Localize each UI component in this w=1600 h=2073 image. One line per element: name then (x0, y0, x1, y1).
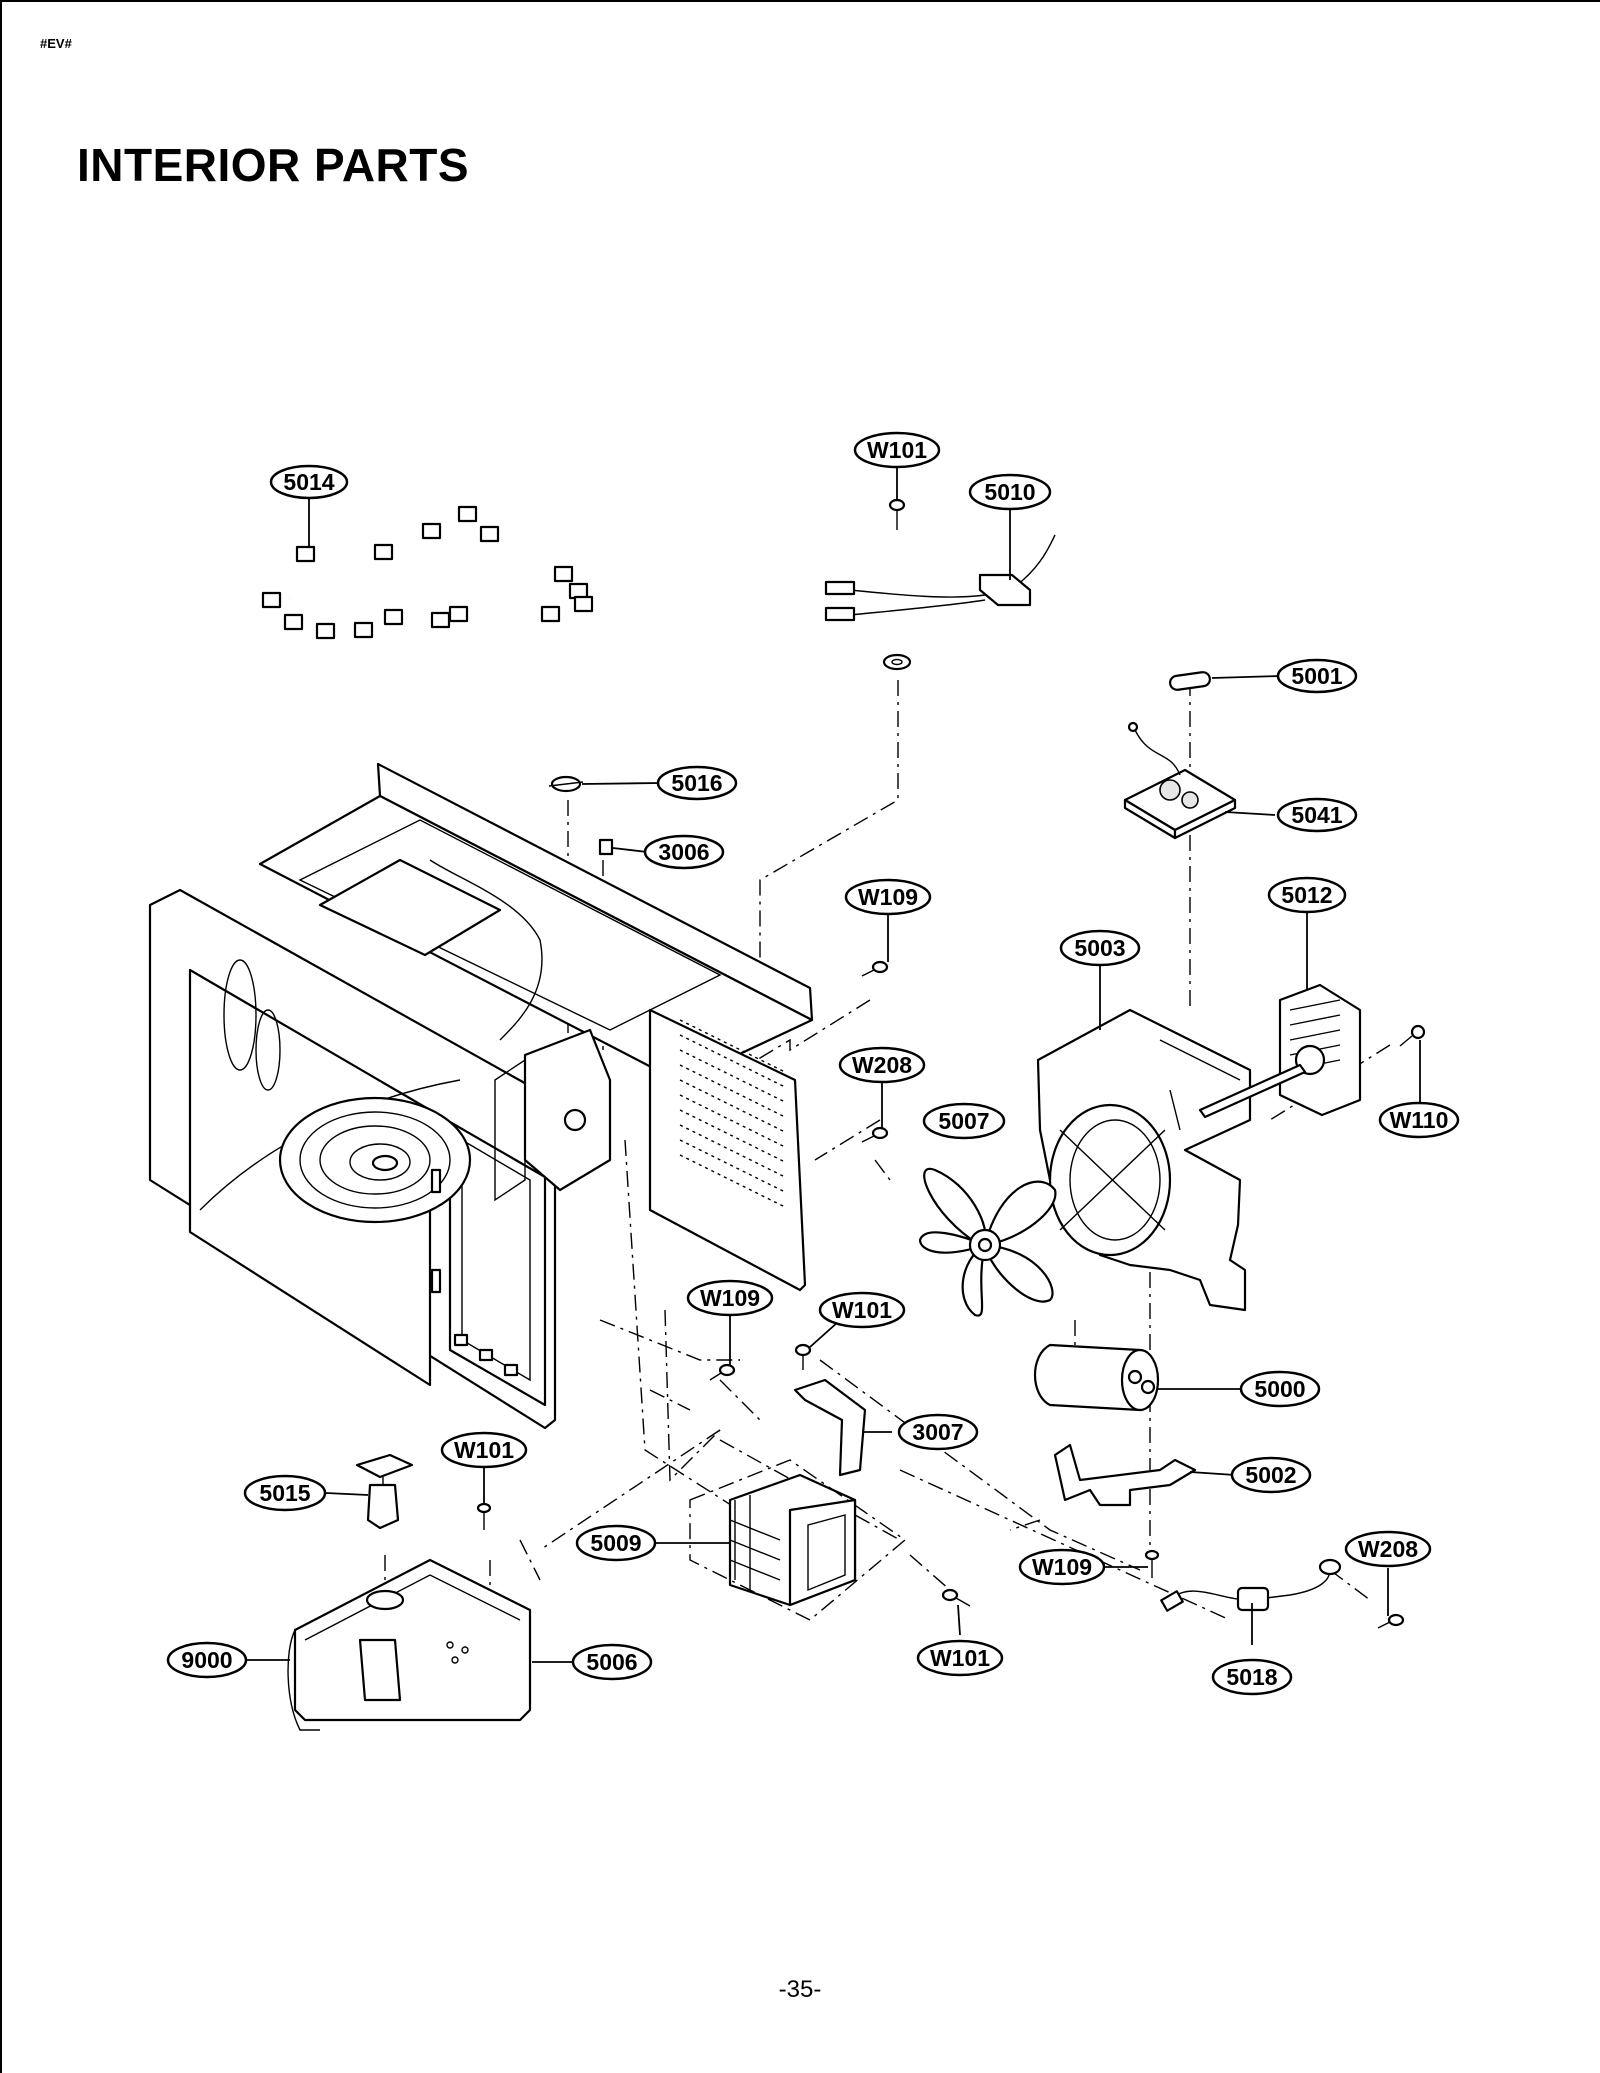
callout-w101-b: W101 (818, 1291, 906, 1329)
callout-label: 5014 (283, 469, 334, 495)
callout-label: 5000 (1254, 1376, 1305, 1402)
screw-w109-lower (1144, 1549, 1160, 1578)
vent-grid (679, 1019, 786, 1208)
callout-label: W101 (832, 1297, 892, 1323)
thermostat-5016 (548, 775, 584, 793)
screw-w208-upper (861, 1126, 889, 1143)
housing-5006 (287, 1558, 532, 1731)
callout-label: 3007 (912, 1419, 963, 1445)
fan-motor-5012 (1198, 983, 1362, 1119)
callout-label: 5003 (1074, 935, 1125, 961)
callout-label: W109 (1032, 1554, 1092, 1580)
screw-w101-lower-right (941, 1588, 971, 1607)
callout-5001: 5001 (1276, 658, 1358, 694)
capacitor-bracket-5002 (1053, 1443, 1197, 1507)
clip-3006 (598, 838, 614, 856)
callout-5006: 5006 (571, 1643, 653, 1681)
callout-5014: 5014 (269, 464, 349, 500)
bracket-3007 (793, 1378, 867, 1477)
callout-label: 9000 (181, 1647, 232, 1673)
callout-label: W109 (858, 884, 918, 910)
callout-5003: 5003 (1059, 929, 1141, 967)
screw-w101-top (888, 498, 906, 530)
callout-label: W208 (852, 1052, 912, 1078)
callout-label: W110 (1390, 1107, 1449, 1133)
page-title: INTERIOR PARTS (77, 139, 470, 191)
callout-5041: 5041 (1276, 797, 1358, 833)
callout-5009: 5009 (575, 1524, 657, 1562)
screw-w110 (1399, 1024, 1426, 1047)
callout-label: 5018 (1226, 1664, 1277, 1690)
screw-w208-lower (1377, 1613, 1405, 1629)
callout-label: 5012 (1281, 882, 1332, 908)
document-code: #EV# (40, 36, 72, 51)
callout-w101-d: W101 (916, 1639, 1004, 1677)
page-number: -35- (778, 1976, 822, 2003)
callout-3006: 3006 (643, 834, 725, 870)
earth-wire-5018 (1160, 1558, 1342, 1612)
callout-label: 5010 (984, 479, 1035, 505)
capacitor-5000 (1033, 1343, 1160, 1412)
screw-w101-lower-left (476, 1502, 492, 1530)
callout-w109-a: W109 (844, 878, 932, 916)
callout-label: 5002 (1245, 1462, 1296, 1488)
callout-label: 5007 (938, 1108, 989, 1134)
callout-label: 5016 (671, 770, 722, 796)
callout-label: W109 (700, 1285, 760, 1311)
callout-label: W101 (930, 1645, 990, 1671)
wire-harness-5014 (261, 505, 594, 640)
callout-5012: 5012 (1267, 876, 1347, 914)
callout-w208-b: W208 (1344, 1530, 1432, 1568)
callout-w101-a: W101 (853, 431, 941, 469)
callout-label: 5001 (1291, 663, 1342, 689)
callout-w109-b: W109 (686, 1279, 774, 1317)
callout-label: 5041 (1291, 802, 1342, 828)
fuse-5001 (1169, 671, 1211, 691)
callout-w208-a: W208 (838, 1046, 926, 1084)
callout-5007: 5007 (922, 1102, 1006, 1140)
callout-label: 5006 (586, 1649, 637, 1675)
switch-5015 (355, 1453, 414, 1530)
cavity-frame (148, 762, 814, 1430)
air-guide-5003 (1036, 1008, 1252, 1312)
callout-5018: 5018 (1211, 1658, 1293, 1696)
fan-blade-5007 (918, 1167, 1057, 1317)
callout-label: W208 (1358, 1536, 1418, 1562)
screw-w109-upper (861, 960, 889, 977)
callout-w109-c: W109 (1018, 1548, 1106, 1586)
wire-lead-5010 (824, 534, 1056, 671)
callout-5015: 5015 (243, 1474, 327, 1512)
screw-w109-middle (709, 1363, 736, 1381)
callout-label: W101 (454, 1437, 514, 1463)
callout-5016: 5016 (656, 765, 738, 801)
callout-5002: 5002 (1230, 1456, 1312, 1494)
callout-label: W101 (867, 437, 927, 463)
callout-w110: W110 (1378, 1101, 1460, 1139)
callout-label: 5015 (259, 1480, 310, 1506)
noise-filter-5041 (1123, 721, 1237, 840)
callout-5000: 5000 (1239, 1370, 1321, 1408)
leader-lines (243, 467, 1421, 1663)
callout-3007: 3007 (897, 1413, 979, 1451)
callout-9000: 9000 (166, 1641, 248, 1679)
magnetron-5009 (689, 1459, 907, 1621)
callout-5010: 5010 (968, 473, 1052, 511)
screw-w101-middle (794, 1343, 812, 1370)
callout-label: 5009 (590, 1530, 641, 1556)
callout-label: 3006 (658, 839, 709, 865)
callout-w101-c: W101 (440, 1431, 528, 1469)
